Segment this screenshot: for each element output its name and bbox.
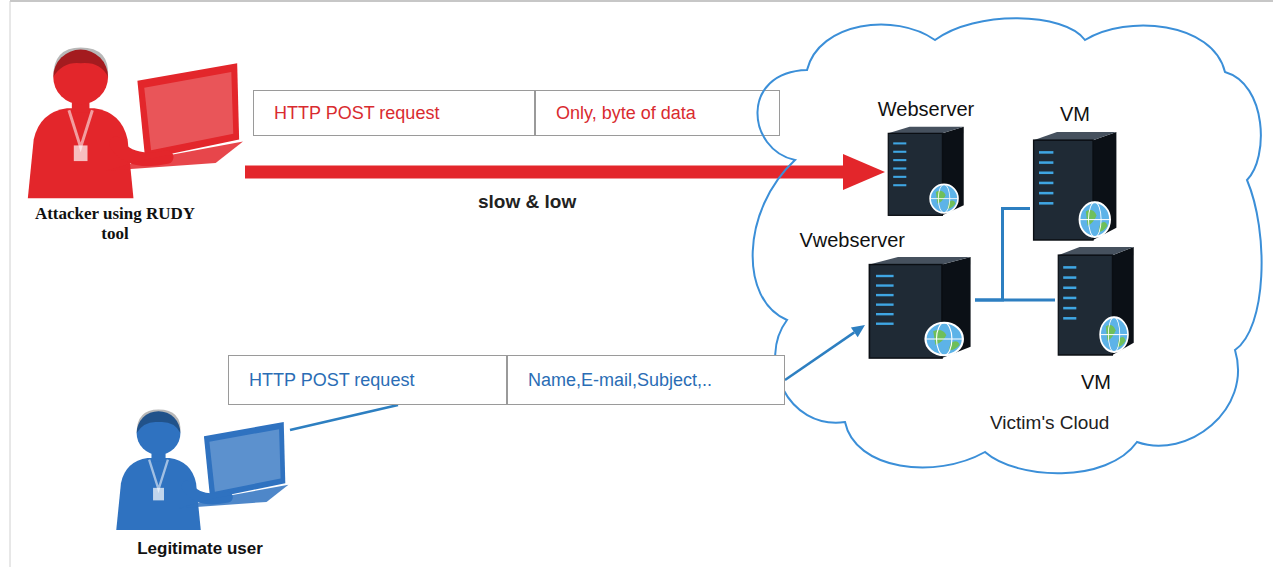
connector-line: [785, 332, 854, 380]
server-graphic: [1030, 130, 1120, 242]
server-label: Webserver: [878, 98, 974, 121]
server-graphic: [885, 125, 967, 217]
person-icon: [20, 40, 245, 200]
person-icon: [110, 400, 290, 535]
connector: [975, 300, 1055, 301]
connector: [785, 325, 865, 380]
payload-cell: Name,E-mail,Subject,..: [507, 355, 785, 405]
frame-top: [10, 0, 1273, 2]
connector: [975, 208, 1030, 300]
person-label: Legitimate user: [110, 539, 290, 559]
cell-text: HTTP POST request: [249, 370, 414, 391]
frame-left: [10, 1, 11, 567]
server-label: VM: [1060, 103, 1090, 126]
server-label: Vwebserver: [799, 229, 905, 252]
cell-text: HTTP POST request: [274, 103, 439, 124]
cell-text: Only, byte of data: [556, 103, 696, 124]
connector-line: [975, 299, 1055, 302]
server-icon: Webserver: [885, 125, 967, 217]
request-cell: HTTP POST request: [228, 355, 507, 405]
request-cell: HTTP POST request: [253, 90, 535, 136]
server-icon: VM: [1055, 245, 1137, 357]
connector-line: [290, 405, 398, 430]
server-label: VM: [1081, 371, 1111, 394]
cloud-label: Victim's Cloud: [990, 412, 1109, 434]
server-icon: Vwebserver: [865, 255, 975, 360]
server-graphic: [1055, 245, 1137, 357]
payload-cell: Only, byte of data: [535, 90, 780, 136]
person-label: Attacker using RUDY tool: [20, 204, 210, 244]
arrowhead: [843, 154, 885, 190]
edge-label: slow & low: [475, 191, 579, 213]
cloud-region: Victim's CloudWebserverVMVwebserverVM: [735, 10, 1273, 480]
attacker-figure: Attacker using RUDY tool: [20, 40, 245, 200]
server-icon: VM: [1030, 130, 1120, 242]
connector-line: [975, 208, 1030, 300]
server-graphic: [865, 255, 975, 360]
connector-line: [245, 166, 843, 179]
cell-text: Name,E-mail,Subject,..: [528, 370, 712, 391]
connector: [290, 405, 398, 430]
user-figure: Legitimate user: [110, 400, 290, 535]
arrowhead: [851, 325, 865, 337]
